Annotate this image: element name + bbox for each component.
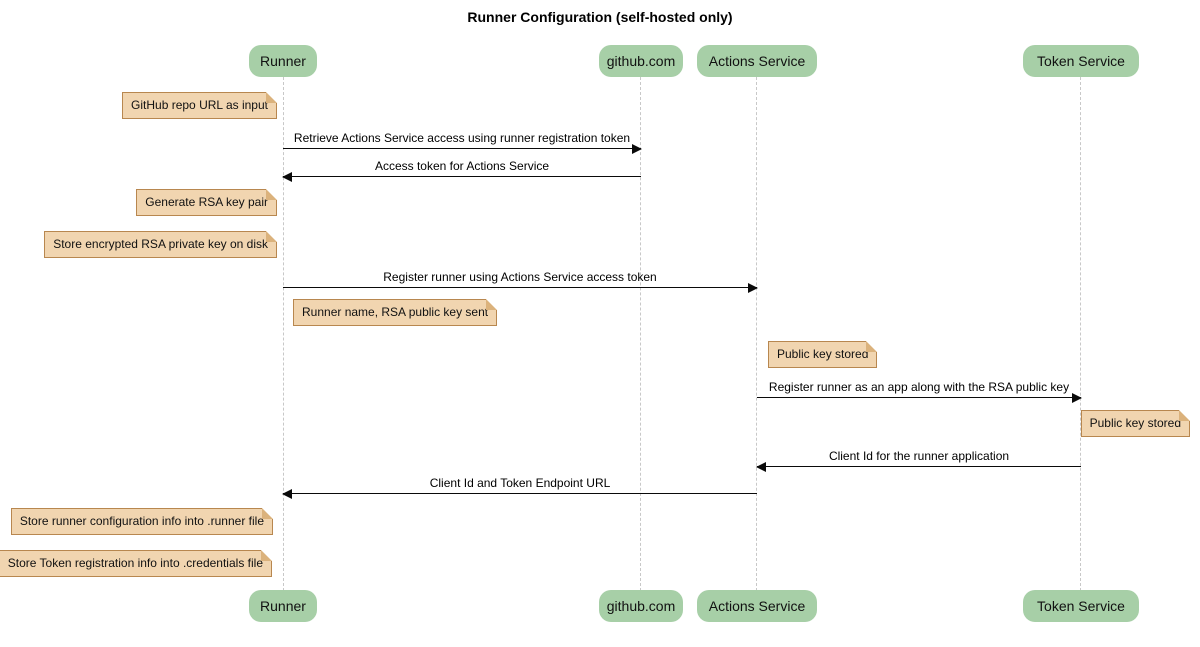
participant-github-bottom: github.com <box>599 590 683 622</box>
note-store-credentials-file: Store Token registration info into .cred… <box>0 550 273 577</box>
message-access-token: Access token for Actions Service <box>282 159 641 182</box>
message-arrow <box>757 392 1082 403</box>
arrowhead-left-icon <box>282 488 292 499</box>
message-arrow <box>283 143 642 154</box>
message-arrow <box>282 488 757 499</box>
message-arrow <box>282 171 641 182</box>
lifeline-github <box>640 77 641 591</box>
participant-actions-service-top: Actions Service <box>697 45 817 77</box>
note-runner-name-sent: Runner name, RSA public key sent <box>293 299 498 326</box>
message-arrow <box>756 461 1081 472</box>
participant-github-top: github.com <box>599 45 683 77</box>
message-label: Client Id for the runner application <box>828 449 1010 463</box>
message-arrow <box>283 282 758 293</box>
participant-runner-top: Runner <box>249 45 317 77</box>
lifeline-actions-service <box>756 77 757 591</box>
message-label: Register runner as an app along with the… <box>768 380 1070 394</box>
message-label: Client Id and Token Endpoint URL <box>429 476 611 490</box>
message-label: Access token for Actions Service <box>374 159 550 173</box>
message-retrieve-access: Retrieve Actions Service access using ru… <box>283 131 642 154</box>
message-register-runner: Register runner using Actions Service ac… <box>283 270 758 293</box>
arrowhead-right-icon <box>748 282 758 293</box>
message-client-id: Client Id for the runner application <box>756 449 1081 472</box>
participant-actions-service-bottom: Actions Service <box>697 590 817 622</box>
note-store-runner-file: Store runner configuration info into .ru… <box>10 508 274 535</box>
note-repo-url: GitHub repo URL as input <box>122 92 277 119</box>
note-public-key-stored-token: Public key stored <box>1080 410 1191 437</box>
diagram-title: Runner Configuration (self-hosted only) <box>467 9 733 25</box>
message-label: Register runner using Actions Service ac… <box>383 270 657 284</box>
lifeline-token-service <box>1080 77 1081 591</box>
arrowhead-right-icon <box>1072 392 1082 403</box>
lifeline-runner <box>283 77 284 591</box>
note-store-private-key: Store encrypted RSA private key on disk <box>44 231 277 258</box>
note-generate-rsa: Generate RSA key pair <box>136 189 277 216</box>
message-register-app: Register runner as an app along with the… <box>757 380 1082 403</box>
participant-runner-bottom: Runner <box>249 590 317 622</box>
arrowhead-left-icon <box>756 461 766 472</box>
arrowhead-right-icon <box>632 143 642 154</box>
participant-token-service-bottom: Token Service <box>1023 590 1139 622</box>
note-public-key-stored-actions: Public key stored <box>768 341 878 368</box>
message-client-id-endpoint: Client Id and Token Endpoint URL <box>282 476 757 499</box>
message-label: Retrieve Actions Service access using ru… <box>293 131 631 145</box>
participant-token-service-top: Token Service <box>1023 45 1139 77</box>
arrowhead-left-icon <box>282 171 292 182</box>
